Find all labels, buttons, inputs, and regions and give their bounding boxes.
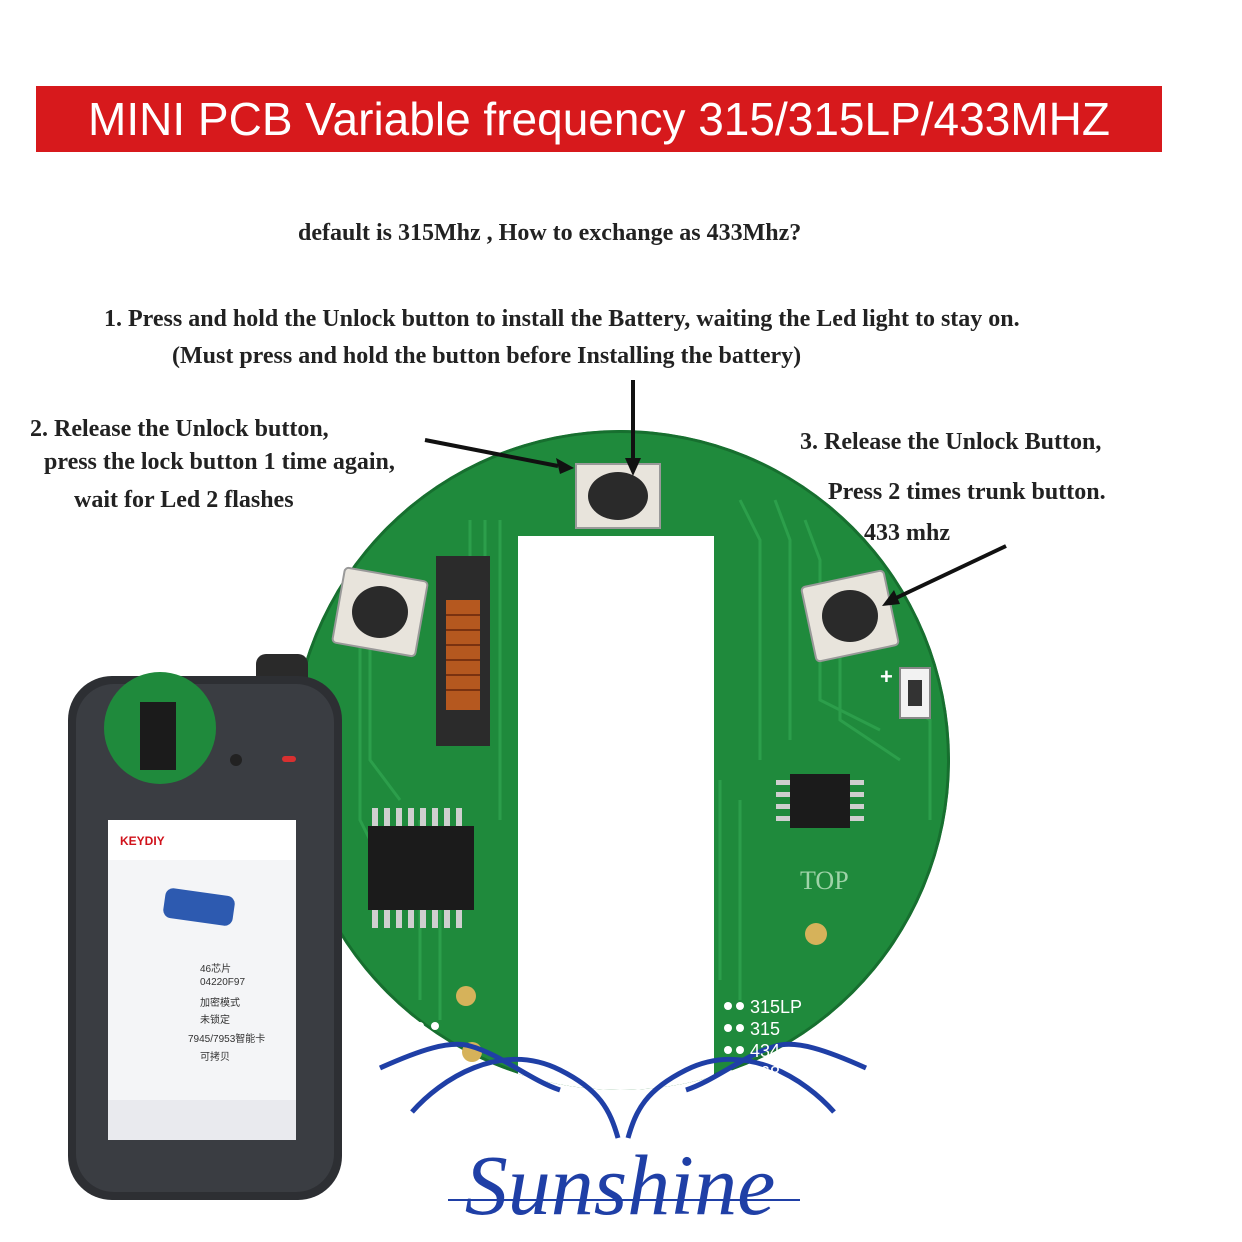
device-value-type: 7945/7953智能卡: [188, 1034, 266, 1045]
solder-pad-icon: [456, 986, 476, 1006]
arrow-step2-icon: [424, 438, 559, 468]
solder-pad-icon: [462, 1042, 482, 1062]
step2-line3: wait for Led 2 flashes: [74, 487, 294, 513]
device-value-mode: 加密模式: [200, 998, 240, 1009]
device-value-id: 04220F97: [200, 977, 246, 988]
freq-label: 868: [750, 1063, 781, 1083]
title-banner: MINI PCB Variable frequency 315/315LP/43…: [36, 86, 1162, 152]
arrow-step1-head-icon: [625, 458, 641, 476]
step1-line1: 1. Press and hold the Unlock button to i…: [104, 306, 1020, 332]
arrow-step3-icon: [895, 544, 1007, 600]
freq-label-list: 315LP 315 434 868: [750, 996, 802, 1084]
silkscreen-top: TOP: [800, 866, 849, 895]
device-value-chip: 46芯片: [200, 964, 232, 975]
solder-pad-icon: [805, 923, 827, 945]
freq-label: 315: [750, 1019, 781, 1039]
lock-button-icon: [331, 566, 429, 658]
arrow-step3-head-icon: [882, 590, 900, 606]
device-value-copy: 可拷贝: [200, 1052, 230, 1063]
trunk-button-icon: [800, 569, 900, 663]
silkscreen-plus: +: [880, 664, 893, 689]
freq-label: 315LP: [750, 997, 803, 1017]
brand-logo-text: Sunshine: [464, 1137, 776, 1233]
step3-line1: 3. Release the Unlock Button,: [800, 429, 1102, 455]
chip-ic-left-icon: [368, 808, 474, 928]
step3-line3: be 433 mhz: [834, 520, 950, 546]
device-value-lock: 未锁定: [200, 1015, 230, 1026]
freq-label: 434: [750, 1041, 781, 1061]
intro-text: default is 315Mhz , How to exchange as 4…: [298, 220, 802, 246]
keydiy-device-icon: [68, 654, 342, 1200]
step1-line2: (Must press and hold the button before I…: [172, 343, 802, 369]
chip-ic-right-icon: [776, 774, 864, 828]
step2-line1: 2. Release the Unlock button,: [30, 416, 329, 442]
device-brand: KEYDIY: [120, 834, 165, 848]
freq-jumper-dots-icon: [401, 1002, 744, 1076]
banner-title: MINI PCB Variable frequency 315/315LP/43…: [88, 93, 1110, 145]
arrow-step2-head-icon: [556, 458, 574, 474]
led-icon: [899, 667, 931, 719]
coil-component-icon: [436, 556, 490, 746]
step3-line2: Press 2 times trunk button.: [828, 479, 1106, 505]
mini-pcb-thumbnail-icon: [104, 672, 216, 784]
unlock-button-icon: [575, 463, 661, 529]
step2-line2: press the lock button 1 time again,: [44, 449, 395, 475]
